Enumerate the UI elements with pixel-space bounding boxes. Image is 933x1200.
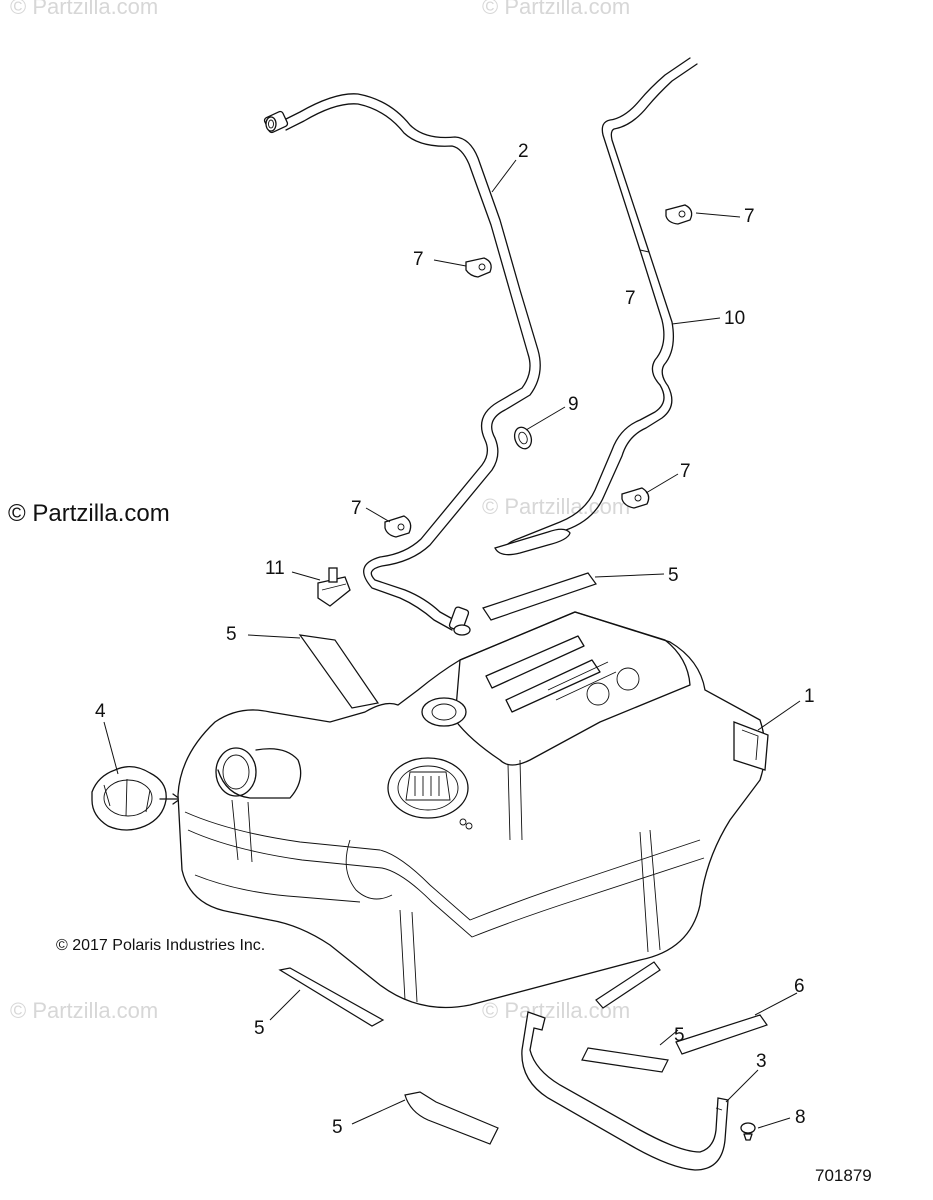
callout-5: 5: [254, 1018, 265, 1039]
partzilla-brand: © Partzilla.com: [8, 500, 170, 527]
rollover-valve-icon: [317, 567, 351, 607]
hose-connector-icon: [263, 110, 289, 134]
diagram-number: 701879: [815, 1166, 872, 1185]
tank-strap-bracket: [521, 1011, 729, 1171]
callout-9: 9: [568, 394, 579, 415]
foam-pad: [595, 961, 661, 1009]
vent-line-right: [494, 57, 698, 556]
callout-8: 8: [795, 1107, 806, 1128]
hose-clamp-icon: [465, 257, 492, 278]
callout-5: 5: [332, 1117, 343, 1138]
callout-11: 11: [265, 558, 285, 579]
vent-line-left: [263, 93, 541, 636]
callout-7: 7: [680, 461, 691, 482]
copyright-notice: © 2017 Polaris Industries Inc.: [56, 937, 266, 954]
fuel-cap-icon: [91, 766, 181, 831]
foam-pad: [298, 634, 380, 709]
hose-clamp-icon: [384, 515, 412, 538]
callout-3: 3: [756, 1051, 767, 1072]
callout-6: 6: [794, 976, 805, 997]
callout-1: 1: [804, 686, 815, 707]
fuel-tank: [177, 611, 769, 1009]
foam-pad: [278, 967, 385, 1027]
callout-7: 7: [744, 206, 755, 227]
callout-7: 7: [625, 288, 636, 309]
foam-pad: [404, 1091, 499, 1145]
callout-10: 10: [724, 308, 746, 329]
callout-7: 7: [351, 498, 362, 519]
callout-2: 2: [518, 141, 529, 162]
callout-7: 7: [413, 249, 424, 270]
spring-clip-icon: [513, 426, 533, 450]
watermark: © Partzilla.com: [482, 0, 631, 19]
callout-5: 5: [668, 565, 679, 586]
foam-pad: [675, 1014, 768, 1055]
foam-pad: [581, 1047, 669, 1073]
foam-pad: [482, 572, 597, 621]
watermark: © Partzilla.com: [10, 0, 159, 19]
hose-end-fitting-icon: [448, 606, 471, 636]
callout-leaders: [103, 159, 801, 1129]
callout-5: 5: [226, 624, 237, 645]
watermark: © Partzilla.com: [10, 998, 159, 1023]
hose-clamp-icon: [665, 204, 693, 225]
callout-4: 4: [95, 701, 106, 722]
watermark: © Partzilla.com: [482, 494, 631, 519]
callout-5: 5: [674, 1025, 685, 1046]
hose-clamp-icon: [621, 487, 650, 509]
screw-icon: [740, 1122, 756, 1141]
